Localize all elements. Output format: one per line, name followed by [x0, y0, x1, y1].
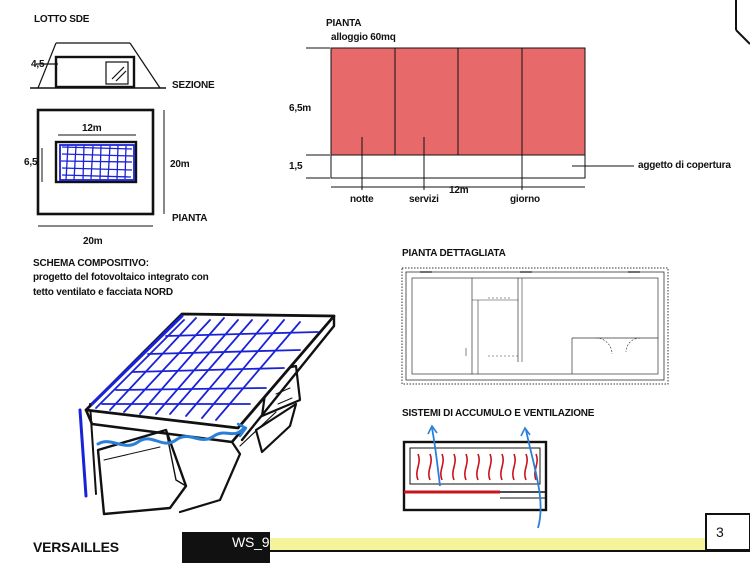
- schema-3d-sketch: [78, 312, 336, 516]
- heat-coils: [416, 453, 538, 481]
- schema-line-1: progetto del fotovoltaico integrato con: [33, 272, 209, 283]
- lotto-height-label: 4,5: [31, 59, 45, 70]
- lotto-section-label: SEZIONE: [172, 80, 215, 91]
- pianta-width-label: 12m: [449, 185, 469, 196]
- zone-servizi-block: [394, 47, 459, 156]
- lotto-section-drawing: [30, 42, 166, 89]
- schema-line-2: tetto ventilato e facciata NORD: [33, 287, 173, 298]
- schema-pv-grid: [90, 314, 319, 421]
- lotto-plan-drawing: [36, 108, 165, 227]
- zone-notte-label: notte: [350, 194, 374, 205]
- pianta-height-strip: 1,5: [289, 161, 303, 172]
- zone-notte-block: [330, 47, 396, 156]
- air-arrow-left: [431, 427, 441, 487]
- air-arrow-right: [525, 429, 542, 529]
- zone-servizi-label: servizi: [409, 194, 439, 205]
- storage-ventilation-drawing: [402, 424, 548, 529]
- lotto-depth-outer: 20m: [170, 159, 190, 170]
- pianta-plan-drawing: [306, 47, 634, 190]
- detailed-plan-drawing: [401, 267, 669, 385]
- systems-title: SISTEMI DI ACCUMULO E VENTILAZIONE: [402, 408, 595, 419]
- lotto-title: LOTTO SDE: [34, 14, 90, 25]
- lotto-plan-label: PIANTA: [172, 213, 208, 224]
- page-number: 3: [716, 524, 724, 540]
- page-number-box: [705, 513, 750, 551]
- canopy-label: aggetto di copertura: [638, 160, 731, 171]
- zone-mid-block: [457, 47, 523, 156]
- canopy-strip: [330, 154, 586, 179]
- pianta-title: PIANTA: [326, 18, 362, 29]
- schema-title: SCHEMA COMPOSITIVO:: [33, 258, 149, 269]
- lotto-plan-pv-grid: [59, 144, 135, 181]
- zone-giorno-block: [521, 47, 586, 156]
- schema-air-flow: [96, 426, 246, 447]
- workshop-label: WS_9: [232, 534, 270, 550]
- lotto-width-outer: 20m: [83, 236, 103, 247]
- detailed-plan-title: PIANTA DETTAGLIATA: [402, 248, 506, 259]
- pianta-subtitle: alloggio 60mq: [331, 32, 396, 43]
- lotto-width-inner: 12m: [82, 123, 102, 134]
- lotto-depth-inner: 6,5: [24, 157, 38, 168]
- footer-dark-bar: [182, 532, 270, 563]
- footer-graphics: [182, 0, 750, 563]
- footer-yellow-band: [270, 538, 750, 552]
- project-name: VERSAILLES: [33, 539, 119, 555]
- zone-giorno-label: giorno: [510, 194, 540, 205]
- pianta-height-main: 6,5m: [289, 103, 311, 114]
